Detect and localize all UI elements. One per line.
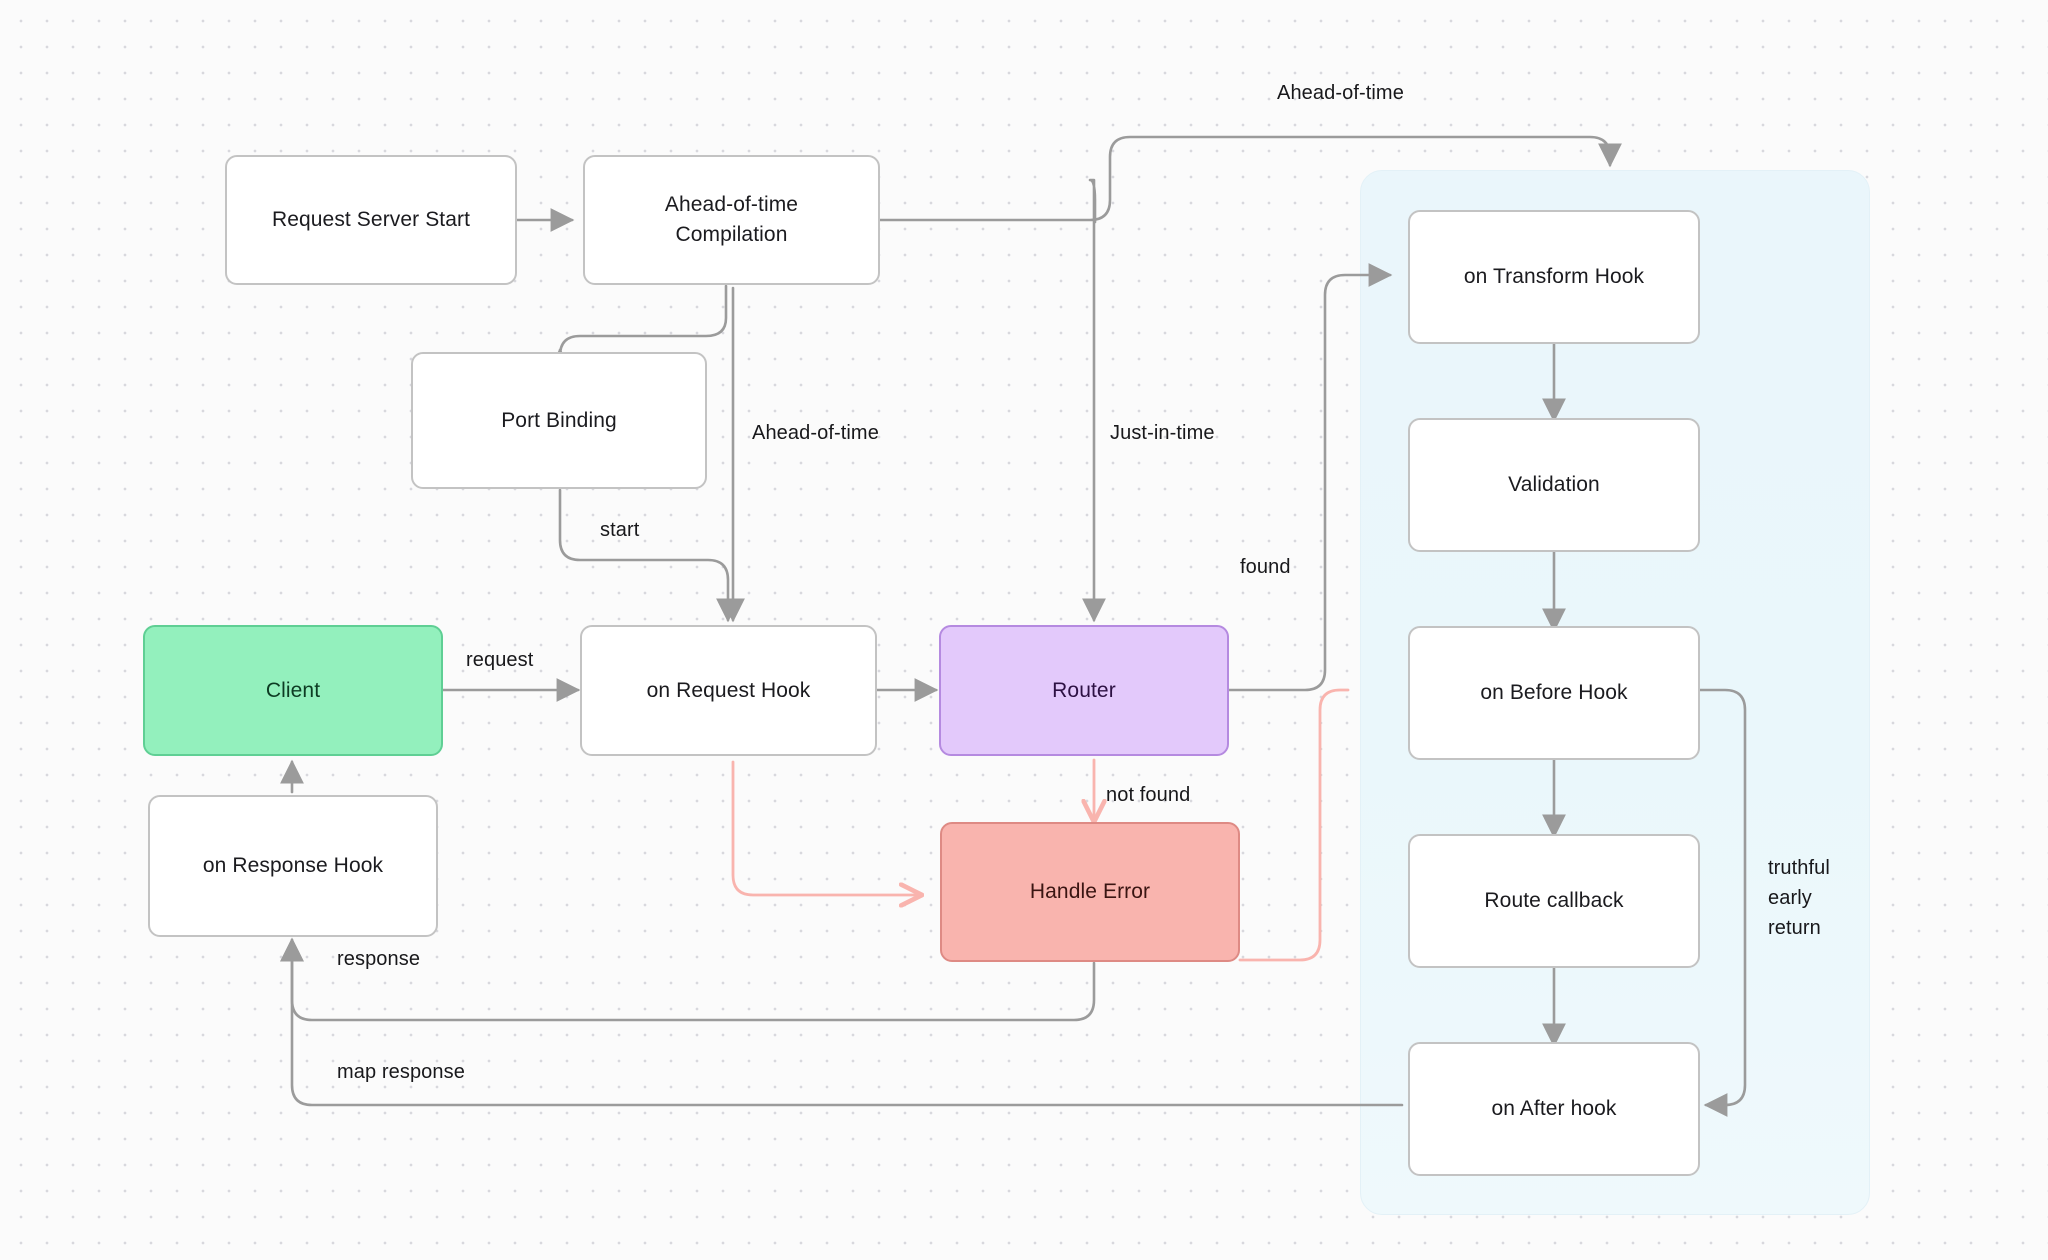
edge-handle-error-to-response-hook	[280, 937, 1096, 1022]
node-label: Port Binding	[501, 408, 617, 432]
edge-label-not-found: not found	[1106, 784, 1191, 806]
node-client[interactable]: Client	[143, 625, 443, 756]
node-on-transform-hook[interactable]: on Transform Hook	[1408, 210, 1700, 344]
node-label: on After hook	[1491, 1097, 1617, 1121]
node-ahead-of-time-compilation[interactable]: Ahead-of-time Compilation	[583, 155, 880, 285]
node-on-response-hook[interactable]: on Response Hook	[148, 795, 438, 937]
edge-label-ahead-of-time-mid: Ahead-of-time	[752, 422, 879, 444]
edge-label-just-in-time: Just-in-time	[1110, 422, 1215, 444]
edge-label-response: response	[337, 948, 421, 970]
node-router[interactable]: Router	[939, 625, 1229, 756]
edge-label-request: request	[466, 649, 534, 671]
node-label: Handle Error	[1029, 880, 1151, 904]
node-label: on Before Hook	[1480, 681, 1628, 705]
edge-label-start: start	[600, 519, 640, 541]
edge-port-binding-to-request-hook	[558, 488, 740, 623]
edge-label-found: found	[1240, 556, 1291, 578]
node-validation[interactable]: Validation	[1408, 418, 1700, 552]
edge-router-to-transform-hook	[1227, 263, 1393, 692]
edge-aot-to-router	[1082, 178, 1106, 623]
edge-aot-to-transform-hook-top	[878, 135, 1622, 222]
node-handle-error[interactable]: Handle Error	[940, 822, 1240, 962]
node-label: on Request Hook	[646, 678, 811, 702]
node-label: Request Server Start	[271, 208, 471, 232]
edge-label-map-response: map response	[337, 1061, 465, 1083]
node-label: Route callback	[1484, 889, 1624, 913]
node-label: Ahead-of-time Compilation	[664, 193, 799, 246]
node-port-binding[interactable]: Port Binding	[411, 352, 707, 489]
node-label: Router	[1052, 678, 1116, 702]
node-request-server-start[interactable]: Request Server Start	[225, 155, 517, 285]
node-on-request-hook[interactable]: on Request Hook	[580, 625, 877, 756]
node-label: Client	[265, 678, 321, 702]
node-route-callback[interactable]: Route callback	[1408, 834, 1700, 968]
edge-label-ahead-of-time-top: Ahead-of-time	[1277, 82, 1404, 104]
node-on-before-hook[interactable]: on Before Hook	[1408, 626, 1700, 760]
edge-before-hook-early-return-to-after-hook	[1698, 688, 1747, 1117]
node-label: on Response Hook	[202, 854, 384, 878]
node-on-after-hook[interactable]: on After hook	[1408, 1042, 1700, 1176]
edge-request-hook-error-to-handle-error	[731, 760, 920, 895]
edge-after-hook-to-response-hook	[280, 937, 1404, 1107]
edge-label-truthful-early-return: truthful early return	[1768, 857, 1830, 939]
node-label: Validation	[1508, 473, 1600, 497]
edge-handle-error-return	[1238, 688, 1350, 962]
node-label: on Transform Hook	[1463, 265, 1645, 289]
edge-aot-to-port-binding	[548, 284, 728, 372]
